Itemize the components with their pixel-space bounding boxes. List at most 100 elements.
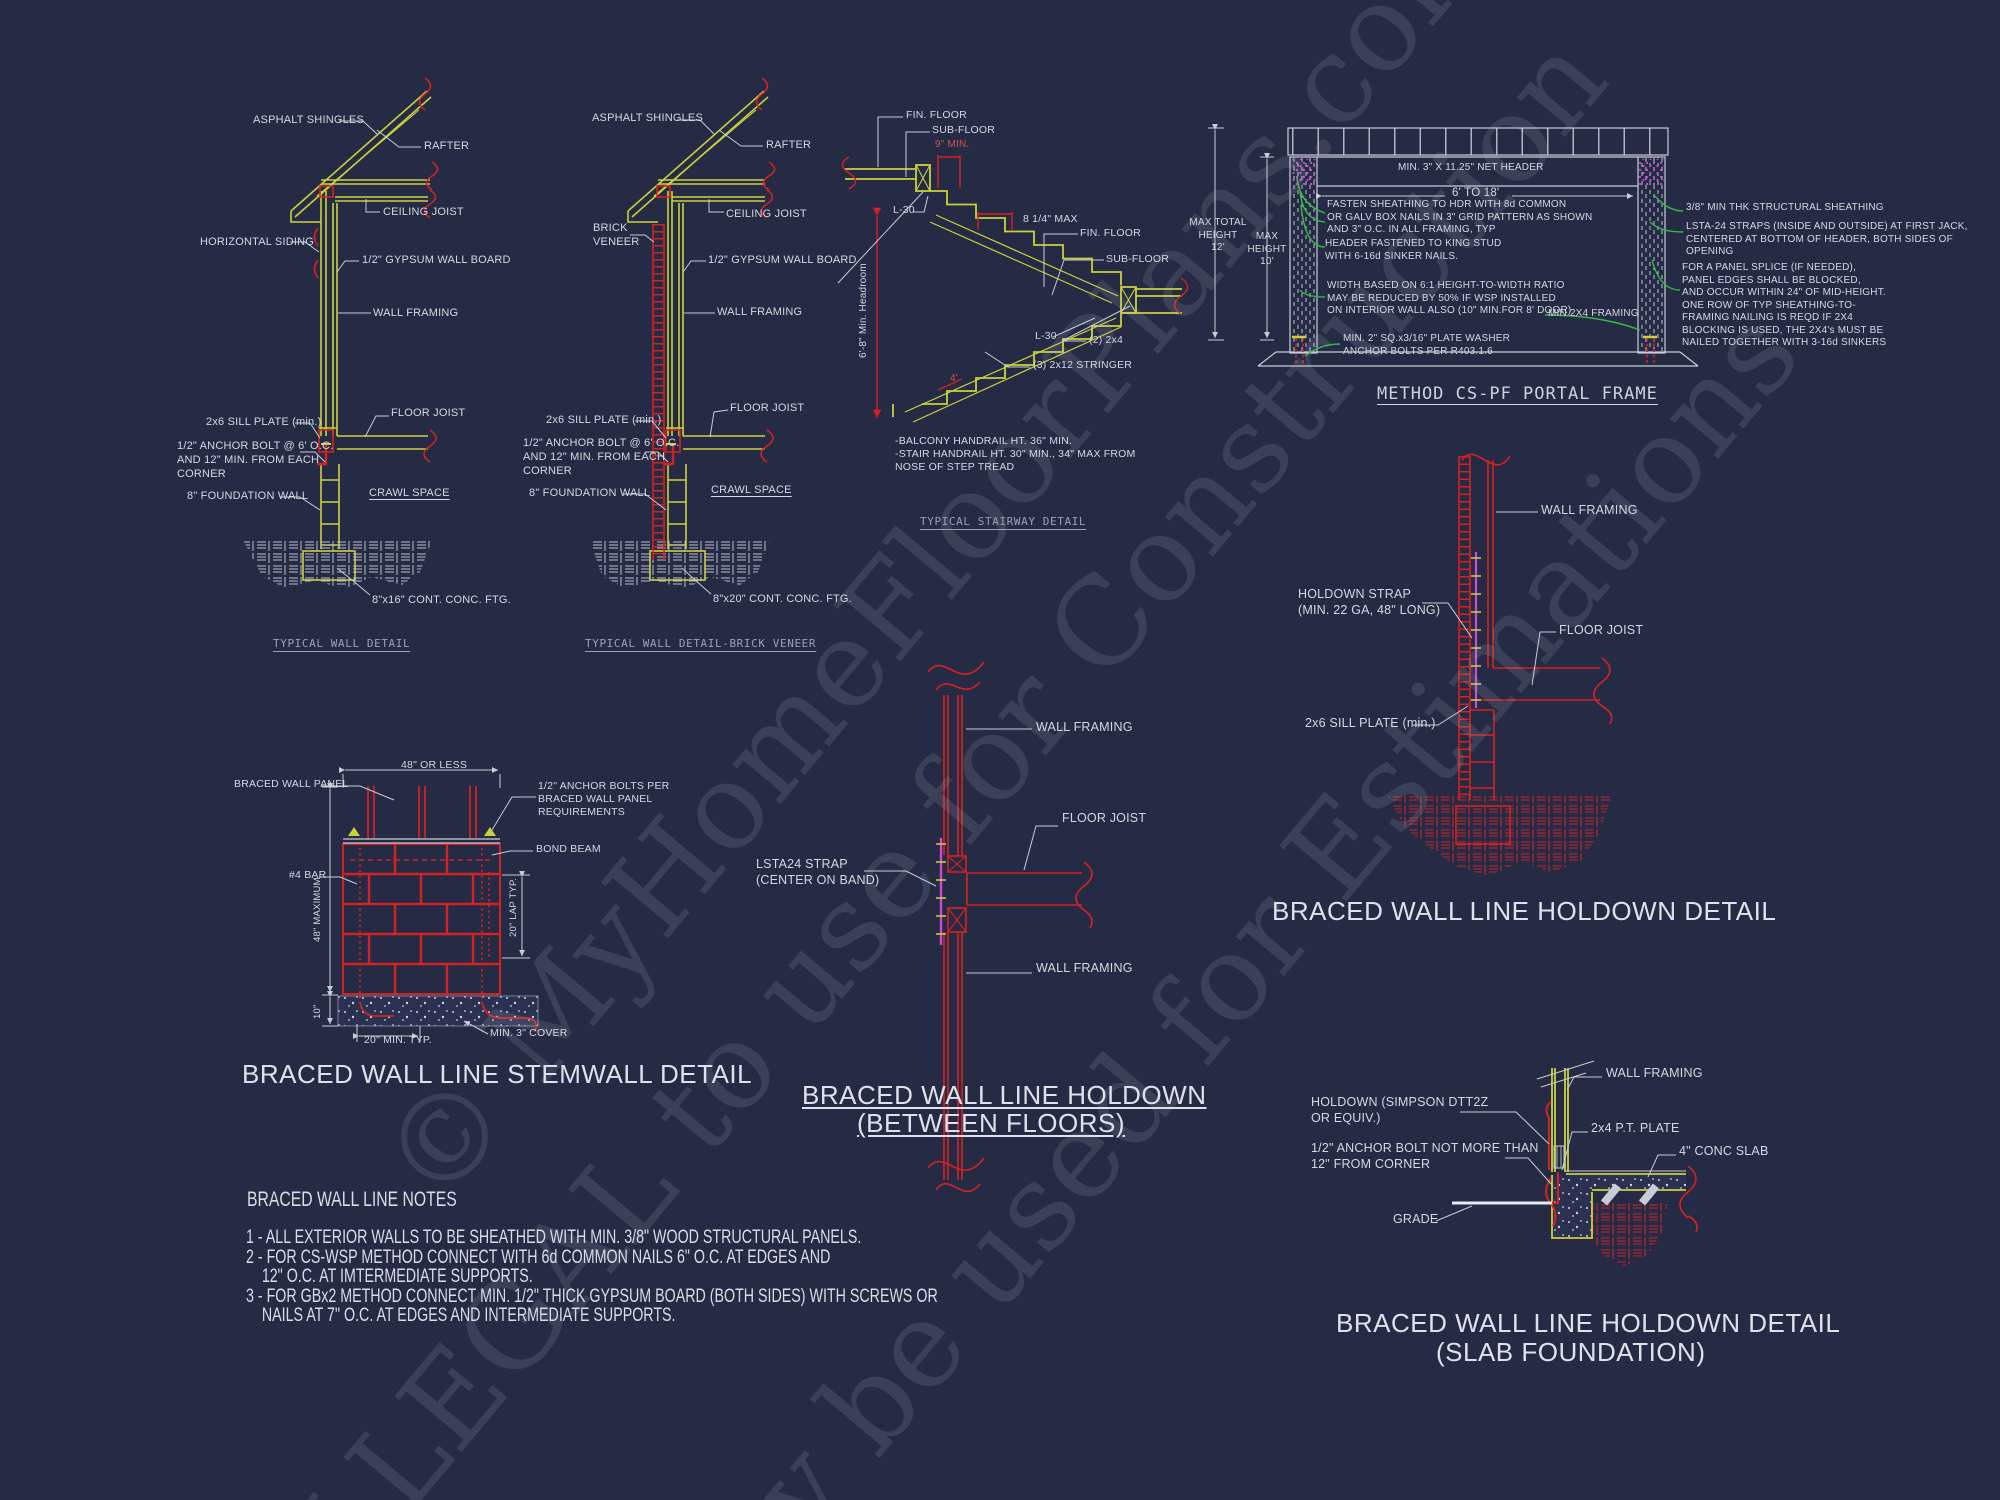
title-typical-stairway-detail: TYPICAL STAIRWAY DETAIL: [920, 515, 1087, 528]
label-headroom: 6'-8" Min. Headroom: [858, 263, 869, 358]
between-floors-leaders: [864, 728, 1058, 974]
label-gypsum-board: 1/2" GYPSUM WALL BOARD: [362, 254, 511, 266]
footing-concrete: [337, 995, 539, 1027]
title-typical-wall-detail-brick: TYPICAL WALL DETAIL-BRICK VENEER: [585, 637, 817, 650]
strap-zone-right: [1639, 159, 1664, 185]
label-wall-framing-bottom: WALL FRAMING: [1036, 961, 1133, 975]
title-typical-wall-detail: TYPICAL WALL DETAIL: [273, 637, 411, 650]
label-min-3-cover: MIN. 3" COVER: [490, 1027, 568, 1039]
label-riser-max: 8 1/4" MAX: [1023, 213, 1078, 225]
slab-leaders: [1435, 1076, 1676, 1222]
stemwall-dims: [319, 767, 536, 1042]
label-king-stud: HEADER FASTENED TO KING STUD WITH 6-16d …: [1325, 238, 1502, 262]
portal-green-leaders: [1296, 177, 1684, 357]
label-48-maximum: 48" MAXIMUM: [312, 877, 323, 942]
label-min-2x4-framing: MIN 2X4 FRAMING: [1548, 308, 1639, 319]
label-anchor-bolt: 1/2" ANCHOR BOLT @ 6' O.C. AND 12" MIN. …: [523, 437, 680, 477]
label-2-2x4: (2) 2x4: [1089, 334, 1124, 346]
label-brick-veneer: BRICK VENEER: [593, 222, 640, 248]
slab-foundation-linework: [1435, 1060, 1698, 1266]
anchor-bolt-right: [484, 827, 496, 836]
label-plate-washer: MIN. 2" SQ.x3/16" PLATE WASHER ANCHOR BO…: [1343, 333, 1511, 357]
label-anchor-bolt: 1/2" ANCHOR BOLT @ 6' O.C. AND 12" MIN. …: [177, 440, 334, 480]
label-floor-joist: FLOOR JOIST: [730, 402, 805, 414]
title-slab-holdown-line1: BRACED WALL LINE HOLDOWN DETAIL: [1336, 1308, 1841, 1338]
wall-detail-leaders: [280, 120, 421, 596]
label-4-bar: #4 BAR: [289, 869, 327, 881]
label-asphalt-shingles: ASPHALT SHINGLES: [253, 114, 364, 126]
holdown-leaders: [1413, 511, 1556, 726]
wall-brick-detail-leaders: [623, 119, 763, 595]
label-floor-joist: FLOOR JOIST: [1062, 811, 1147, 825]
label-l30-upper: L-30: [893, 204, 915, 216]
label-48-or-less: 48" OR LESS: [401, 759, 468, 771]
label-ceiling-joist: CEILING JOIST: [383, 206, 464, 218]
earth-hatch: [590, 540, 770, 589]
label-crawl-space: CRAWL SPACE: [369, 487, 450, 499]
wall-detail-linework: [243, 77, 439, 596]
title-stemwall-detail: BRACED WALL LINE STEMWALL DETAIL: [242, 1059, 753, 1089]
anchor-bolt-left: [348, 827, 360, 836]
title-method-cs-pf: METHOD CS-PF PORTAL FRAME: [1377, 384, 1658, 404]
label-crawl-space: CRAWL SPACE: [711, 484, 792, 496]
label-structural-sheathing: 3/8" MIN THK STRUCTURAL SHEATHING: [1686, 202, 1884, 213]
slab-concrete: [1552, 1175, 1686, 1238]
label-sill-plate: 2x6 SILL PLATE (min.): [206, 416, 322, 428]
wall-brick-detail-linework: [590, 77, 776, 595]
label-fasten-sheathing: FASTEN SHEATHING TO HDR WITH 8d COMMON O…: [1327, 199, 1593, 235]
label-wall-framing: WALL FRAMING: [1606, 1066, 1703, 1080]
label-20-lap: 20" LAP TYP.: [508, 877, 519, 937]
label-lsta24-strap: LSTA24 STRAP (CENTER ON BAND): [756, 857, 880, 887]
label-10in: 10": [312, 1004, 323, 1019]
title-slab-holdown-line2: (SLAB FOUNDATION): [1436, 1337, 1706, 1367]
label-rafter: RAFTER: [766, 139, 812, 151]
earth-hatch-red: [1388, 796, 1612, 876]
label-sub-floor-upper: SUB-FLOOR: [932, 124, 996, 136]
label-horizontal-siding: HORIZONTAL SIDING: [200, 236, 315, 248]
notes-heading: BRACED WALL LINE NOTES: [247, 1188, 457, 1211]
label-floor-joist: FLOOR JOIST: [391, 407, 466, 419]
portal-frame-linework: [1208, 124, 1699, 367]
notes-body: 1 - ALL EXTERIOR WALLS TO BE SHEATHED WI…: [246, 1227, 938, 1326]
label-asphalt-shingles: ASPHALT SHINGLES: [592, 112, 703, 124]
label-bond-beam: BOND BEAM: [536, 843, 601, 855]
label-sub-floor-lower: SUB-FLOOR: [1106, 253, 1170, 265]
label-pt-plate: 2x4 P.T. PLATE: [1591, 1121, 1680, 1135]
label-anchor-bolts-req: 1/2" ANCHOR BOLTS PER BRACED WALL PANEL …: [538, 780, 670, 819]
label-stringer: (3) 2x12 STRINGER: [1033, 359, 1133, 371]
label-panel-splice: FOR A PANEL SPLICE (IF NEEDED), PANEL ED…: [1682, 262, 1887, 348]
label-floor-joist: FLOOR JOIST: [1559, 623, 1644, 637]
label-9in-min: 9" MIN.: [935, 139, 970, 150]
label-fin-floor-lower: FIN. FLOOR: [1080, 227, 1141, 239]
label-grade: GRADE: [1393, 1212, 1439, 1226]
stairway-detail-linework: [837, 116, 1189, 423]
label-ceiling-joist: CEILING JOIST: [726, 208, 807, 220]
between-floors-linework: [864, 661, 1093, 1193]
label-holdown-simpson: HOLDOWN (SIMPSON DTT2Z OR EQUIV.): [1311, 1095, 1489, 1125]
label-lsta24-straps: LSTA-24 STRAPS (INSIDE AND OUTSIDE) AT F…: [1686, 221, 1968, 257]
label-l30-lower: L-30: [1035, 330, 1057, 342]
holdown-detail-linework: [1388, 453, 1613, 876]
title-between-floors-line1: BRACED WALL LINE HOLDOWN: [802, 1080, 1207, 1110]
label-20-min-typ: 20" MIN. TYP.: [364, 1034, 432, 1046]
label-max-total-height: MAX TOTAL HEIGHT 12': [1189, 217, 1247, 253]
label-handrail-note: -BALCONY HANDRAIL HT. 36" MIN. -STAIR HA…: [895, 435, 1136, 474]
label-cont-conc-ftg: 8"x20" CONT. CONC. FTG.: [713, 593, 852, 605]
label-wall-framing: WALL FRAMING: [1541, 503, 1638, 517]
label-foundation-wall: 8" FOUNDATION WALL: [187, 490, 309, 502]
label-span-6-18: 6' TO 18': [1452, 187, 1500, 199]
label-max-height: MAX HEIGHT 10': [1247, 231, 1287, 267]
earth-hatch-red: [1592, 1203, 1668, 1266]
label-cont-conc-ftg: 8"x16" CONT. CONC. FTG.: [372, 594, 511, 606]
label-wall-framing: WALL FRAMING: [717, 306, 803, 318]
label-rafter: RAFTER: [424, 140, 470, 152]
stairway-leaders: [837, 116, 1131, 368]
title-braced-wall-holdown: BRACED WALL LINE HOLDOWN DETAIL: [1272, 896, 1777, 926]
label-sill-plate: 2x6 SILL PLATE (min.): [1305, 716, 1436, 730]
label-braced-wall-panel: BRACED WALL PANEL: [234, 778, 349, 790]
label-anchor-bolt-corner: 1/2" ANCHOR BOLT NOT MORE THAN 12" FROM …: [1311, 1141, 1539, 1171]
label-net-header: MIN. 3" X 11.25" NET HEADER: [1398, 162, 1544, 173]
label-4ft: 4': [950, 373, 958, 384]
